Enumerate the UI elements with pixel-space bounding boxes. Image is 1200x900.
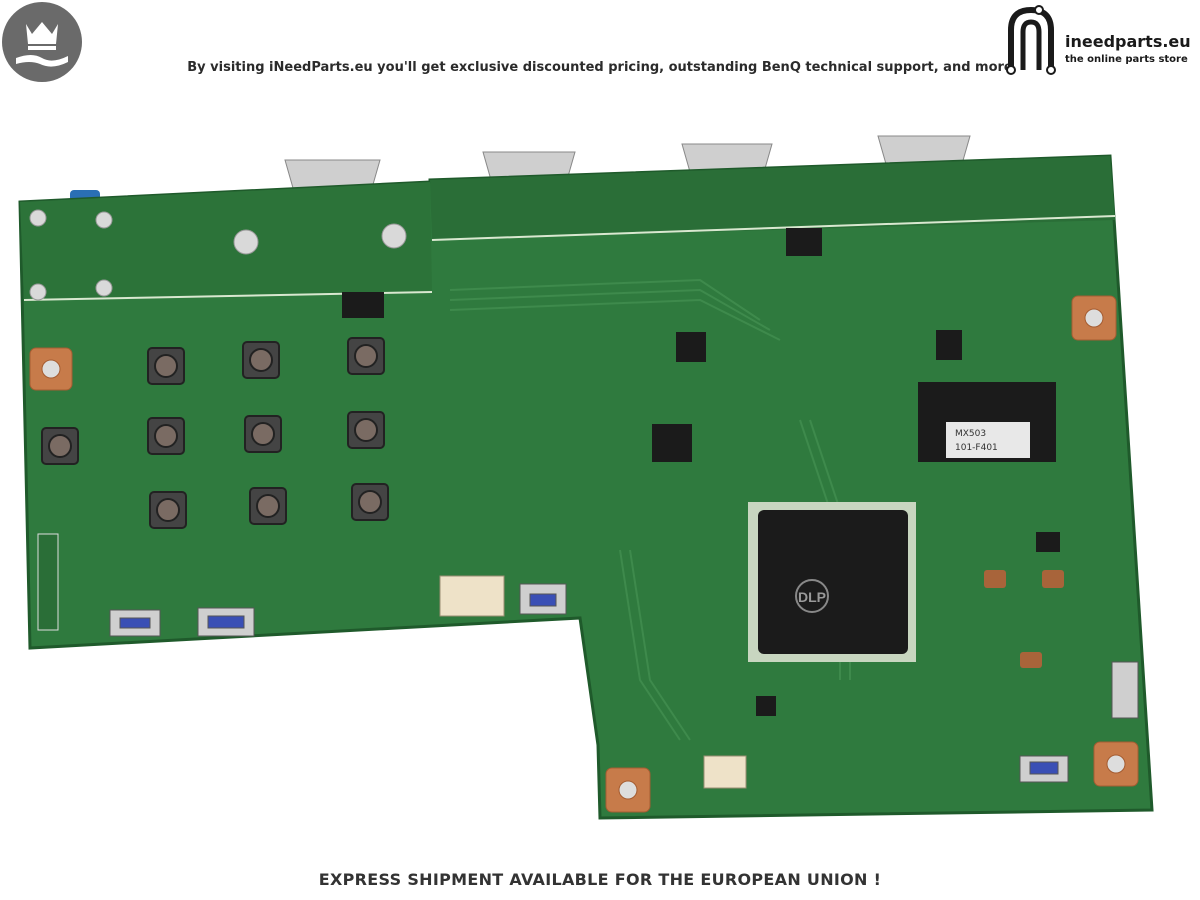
dlp-marking: DLP — [798, 589, 826, 605]
vga-connector-4 — [877, 135, 971, 165]
button-array — [41, 337, 389, 529]
shipping-note: EXPRESS SHIPMENT AVAILABLE FOR THE EUROP… — [318, 870, 882, 889]
brand-tagline: the online parts store — [1065, 54, 1188, 65]
crown-hand-icon — [2, 2, 82, 82]
brand-name: ineedparts.eu — [1065, 32, 1191, 51]
dlp-processor-chip: DLP — [748, 502, 916, 662]
chip-label-line1: MX503 — [955, 429, 986, 439]
brand-logo[interactable]: ineedparts.eu the online parts store — [1003, 2, 1198, 76]
product-photo: DLP MX503 101-F401 — [0, 120, 1200, 840]
chip-label-line2: 101-F401 — [955, 443, 998, 453]
header-tagline: By visiting iNeedParts.eu you'll get exc… — [187, 60, 1013, 75]
memory-chip: MX503 101-F401 — [918, 382, 1056, 462]
ineedparts-logo-icon — [1006, 5, 1056, 75]
